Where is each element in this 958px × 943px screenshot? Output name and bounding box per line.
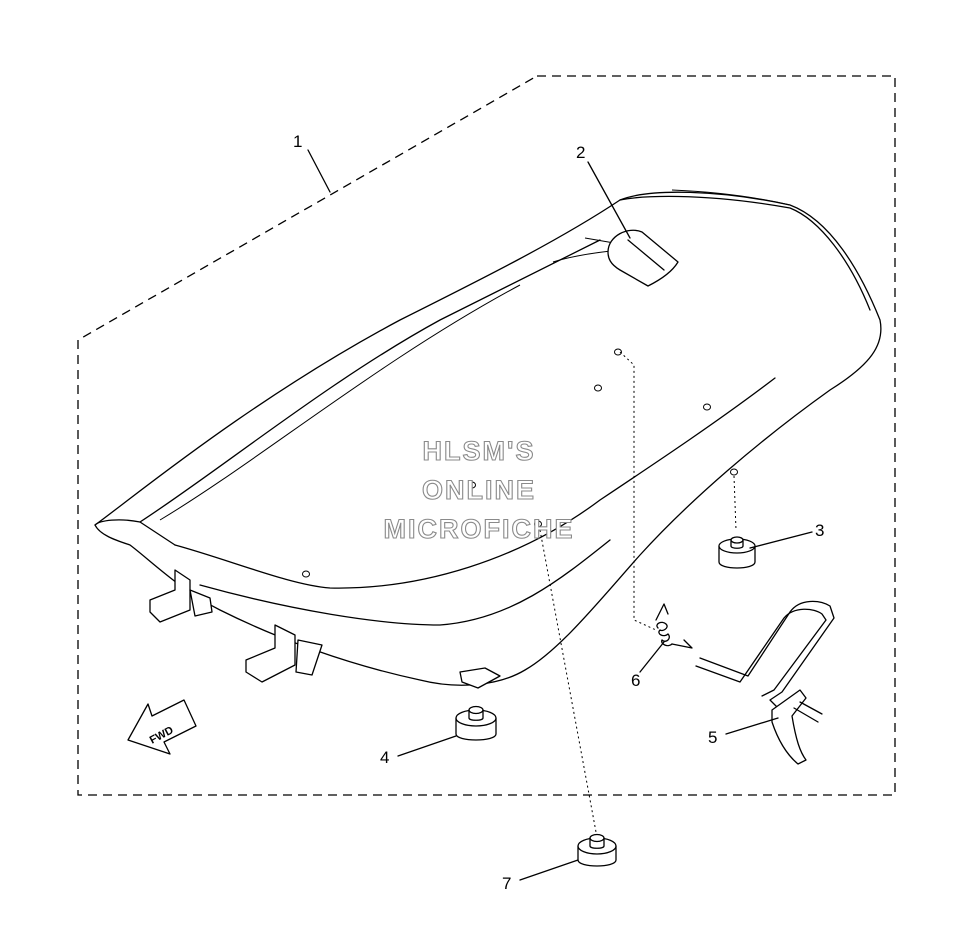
seat-lock-hook-5 xyxy=(695,600,835,765)
seat-rear-bracket xyxy=(245,624,323,683)
callout-6: 6 xyxy=(631,671,640,690)
watermark-line-1: HLSM'S xyxy=(423,436,536,466)
callout-1: 1 xyxy=(293,132,302,151)
seat-strap xyxy=(607,229,679,287)
callout-3: 3 xyxy=(815,521,824,540)
watermark: HLSM'S ONLINE MICROFICHE xyxy=(383,435,575,544)
damper-7 xyxy=(577,833,617,867)
callout-7: 7 xyxy=(502,874,511,893)
guide-line-damper-3 xyxy=(733,475,737,531)
callout-2: 2 xyxy=(576,143,585,162)
watermark-line-3: MICROFICHE xyxy=(384,514,575,544)
seat-front-bracket xyxy=(149,569,213,623)
watermark-line-2: ONLINE xyxy=(422,475,536,505)
leader-lines xyxy=(307,149,813,881)
seat-center-mount xyxy=(459,667,501,689)
damper-3 xyxy=(718,536,756,569)
guide-line-damper-7 xyxy=(539,529,597,833)
spring-6 xyxy=(655,603,693,649)
callout-5: 5 xyxy=(708,728,717,747)
assembly-boundary xyxy=(77,75,896,796)
callout-4: 4 xyxy=(380,748,389,767)
seat xyxy=(94,189,882,686)
damper-4 xyxy=(455,705,497,741)
fwd-arrow: FWD xyxy=(127,699,197,755)
guide-line-spring xyxy=(619,351,657,631)
mount-holes xyxy=(302,348,738,578)
